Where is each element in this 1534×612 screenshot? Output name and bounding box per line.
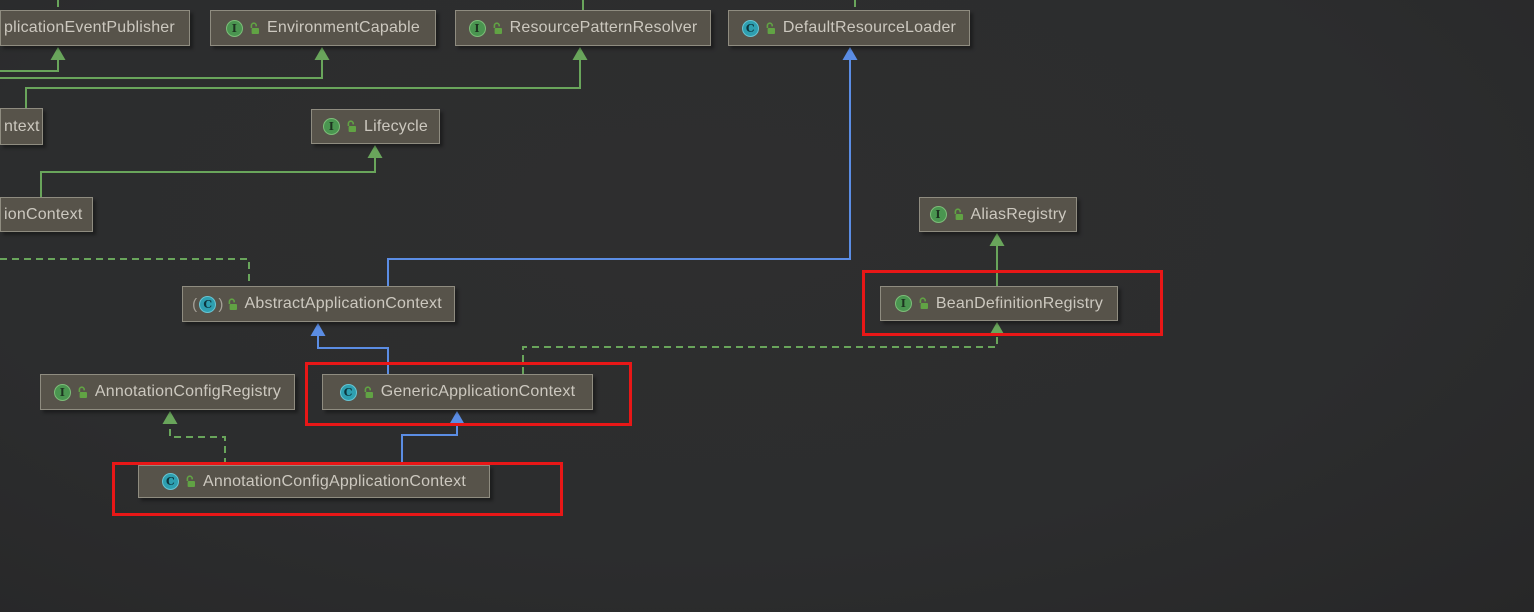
diagram-node-generic-application-context[interactable]: C GenericApplicationContext	[322, 374, 593, 410]
interface-icon: I	[322, 118, 340, 135]
arrowhead-bean-definition-registry	[989, 322, 1005, 335]
diagram-node-default-resource-loader[interactable]: C DefaultResourceLoader	[728, 10, 970, 46]
arrowhead-application-event-publisher	[50, 47, 66, 60]
edge-off-canvas-left-to-abstract-application-context	[0, 258, 250, 286]
lock-icon	[364, 385, 373, 398]
node-label: AliasRegistry	[970, 205, 1067, 223]
node-label: AbstractApplicationContext	[244, 295, 442, 312]
interface-icon: I	[929, 206, 947, 223]
diagram-node-bean-definition-registry[interactable]: I BeanDefinitionRegistry	[880, 286, 1118, 321]
interface-icon: I	[468, 19, 486, 37]
arrowhead-resource-pattern-resolver	[572, 47, 588, 60]
edge-application-context-to-resource-pattern-resolver	[25, 60, 581, 108]
edge-annotation-config-application-context-to-generic-application-context	[401, 424, 458, 465]
arrowhead-environment-capable	[314, 47, 330, 60]
lock-icon	[228, 297, 237, 310]
lock-icon	[250, 21, 259, 34]
interface-icon: I	[894, 295, 912, 312]
node-label: DefaultResourceLoader	[782, 19, 957, 36]
class-icon: C	[162, 473, 179, 490]
interface-icon: I	[225, 19, 243, 37]
node-label: Lifecycle	[363, 117, 429, 135]
abstract-class-icon: C	[199, 295, 217, 313]
node-label: AnnotationConfigApplicationContext	[203, 472, 466, 490]
arrowhead-abstract-application-context	[310, 323, 326, 336]
edge-abstract-application-context-to-default-resource-loader	[387, 60, 851, 286]
diagram-node-application-event-publisher[interactable]: plicationEventPublisher	[0, 10, 190, 46]
diagram-node-application-context[interactable]: ntext	[0, 108, 43, 145]
edge-off-canvas-left-to-application-event-publisher	[0, 60, 59, 72]
lock-icon	[78, 385, 87, 398]
diagram-node-resource-pattern-resolver[interactable]: I ResourcePatternResolver	[455, 10, 711, 46]
edge-generic-application-context-to-abstract-application-context	[317, 335, 389, 374]
lock-icon	[347, 120, 356, 132]
diagram-node-environment-capable[interactable]: I EnvironmentCapable	[210, 10, 436, 46]
diagram-node-annotation-config-application-context[interactable]: C AnnotationConfigApplicationContext	[138, 465, 490, 498]
node-label: ResourcePatternResolver	[509, 19, 698, 36]
edge-annotation-config-application-context-to-annotation-config-registry	[169, 424, 226, 465]
diagram-node-alias-registry[interactable]: I AliasRegistry	[919, 197, 1077, 232]
arrowhead-annotation-config-registry	[162, 411, 178, 424]
lock-icon	[493, 21, 502, 34]
lock-icon	[766, 21, 775, 34]
node-label: ionContext	[4, 205, 83, 223]
node-label: GenericApplicationContext	[380, 383, 576, 400]
edge-generic-application-context-to-bean-definition-registry	[522, 335, 998, 374]
lock-icon	[919, 297, 928, 309]
diagram-node-abstract-application-context[interactable]: (C) AbstractApplicationContext	[182, 286, 455, 322]
arrowhead-lifecycle	[367, 145, 383, 158]
diagram-node-configurable-application-context[interactable]: ionContext	[0, 197, 93, 232]
class-icon: C	[339, 383, 357, 401]
arrowhead-alias-registry	[989, 233, 1005, 246]
interface-icon: I	[53, 383, 71, 401]
lock-icon	[186, 475, 195, 487]
node-label: AnnotationConfigRegistry	[94, 383, 282, 400]
class-icon: C	[741, 19, 759, 37]
lock-icon	[954, 208, 963, 220]
node-label: EnvironmentCapable	[266, 19, 421, 36]
edge-configurable-application-context-to-lifecycle	[40, 158, 376, 197]
arrowhead-default-resource-loader	[842, 47, 858, 60]
arrowhead-generic-application-context	[449, 411, 465, 424]
diagram-node-lifecycle[interactable]: I Lifecycle	[311, 109, 440, 144]
node-label: plicationEventPublisher	[4, 19, 175, 36]
node-label: ntext	[4, 117, 40, 135]
node-label: BeanDefinitionRegistry	[935, 294, 1104, 312]
diagram-node-annotation-config-registry[interactable]: I AnnotationConfigRegistry	[40, 374, 295, 410]
edge-off-canvas-left-to-environment-capable	[0, 60, 323, 79]
